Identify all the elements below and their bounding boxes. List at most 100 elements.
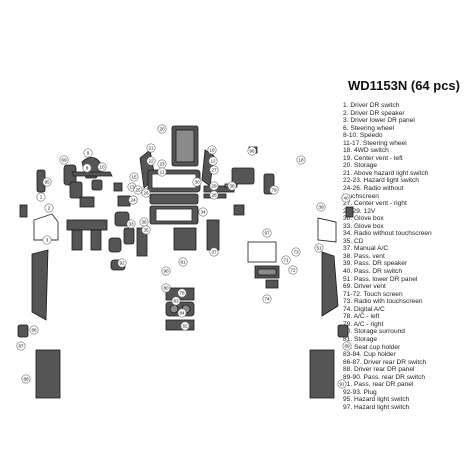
legend-item: 20. Storage xyxy=(343,162,378,170)
pass-lower-panel-51 xyxy=(321,251,339,317)
callout-circle xyxy=(133,185,143,195)
callout-circle xyxy=(117,258,127,268)
legend-item: 86-87. Driver rear DR switch xyxy=(343,358,427,366)
callout-badge: 36 xyxy=(139,217,149,227)
callout-badge: 27 xyxy=(209,165,219,175)
callout-number: 22 xyxy=(148,159,154,164)
callout-circle xyxy=(291,247,301,257)
callout-number: 80 xyxy=(163,286,169,291)
callout-circle xyxy=(171,296,181,306)
callout-number: 19 xyxy=(209,148,215,153)
legend-item: 19. Center vent - left xyxy=(343,154,403,162)
callout-number: 12 xyxy=(210,159,216,164)
callout-number: 21 xyxy=(148,146,154,151)
callout-number: 24 xyxy=(130,198,136,203)
callout-circle xyxy=(126,219,136,229)
center-stack-parts xyxy=(110,204,280,289)
callout-badge: 29 xyxy=(209,181,219,191)
legend-item: 35. CD xyxy=(343,237,364,245)
callout-number: 74 xyxy=(264,297,270,302)
legend-item: 97. Hazard light switch xyxy=(343,403,410,411)
driver-rear-panel-88 xyxy=(35,349,61,399)
pass-vent xyxy=(231,167,255,185)
steering-16 xyxy=(108,237,122,253)
legend-item: 28-29. 12V xyxy=(343,207,376,215)
callout-badge: 71 xyxy=(281,255,291,265)
callout-circle xyxy=(36,192,46,202)
legend-item: 34. Radio without touchscreen xyxy=(343,230,432,238)
callout-number: 2 xyxy=(48,206,51,211)
legend-item: 69. Driver vent xyxy=(343,283,386,291)
callout-badge: 22 xyxy=(146,156,156,166)
callout-badge: 96 xyxy=(247,146,257,156)
legend-item: 1. Driver DR switch xyxy=(343,102,400,109)
callout-badge: 10 xyxy=(97,162,107,172)
callout-circle xyxy=(208,156,218,166)
legend-item: 37. Manual A/C xyxy=(343,245,389,253)
callout-badge: 39 xyxy=(316,202,326,212)
callout-badge: 89 xyxy=(342,341,352,351)
callout-circle xyxy=(209,165,219,175)
callout-badge: 86 xyxy=(29,325,39,335)
callout-circle xyxy=(209,247,219,257)
callout-badge: 87 xyxy=(16,341,26,351)
callout-badge: 81 xyxy=(178,257,188,267)
callout-circle xyxy=(59,155,69,165)
callout-circle xyxy=(29,325,39,335)
callout-circle xyxy=(161,266,171,276)
legend-item: 18. 4WD switch xyxy=(343,147,389,155)
callout-badge: 78 xyxy=(177,288,187,298)
door-panels xyxy=(17,204,354,399)
callout-number: 39 xyxy=(318,205,324,210)
callout-badge: 34 xyxy=(198,207,208,217)
callout-number: 86 xyxy=(31,328,37,333)
driver-rear-switch-86 xyxy=(17,324,29,338)
button-97 xyxy=(233,204,245,216)
callout-circle xyxy=(209,181,219,191)
legend-item: 74. Digital A/C xyxy=(343,305,385,313)
callout-number: 92 xyxy=(119,261,125,266)
callout-circle xyxy=(129,172,139,182)
callout-number: 37 xyxy=(211,250,217,255)
callout-circle xyxy=(281,255,291,265)
radio-touch-73-inner xyxy=(257,268,277,276)
callout-number: 38 xyxy=(229,184,235,189)
kit-title: WD1153N (64 pcs) xyxy=(348,78,460,93)
callout-circle xyxy=(177,288,187,298)
callout-number: 18 xyxy=(298,158,304,163)
callout-number: 34 xyxy=(200,210,206,215)
callout-circle xyxy=(42,235,52,245)
cup-83 xyxy=(169,304,179,314)
callout-circle xyxy=(21,374,31,384)
legend-item: 2. Driver DR speaker xyxy=(343,109,405,117)
callout-badge: 1 xyxy=(36,192,46,202)
callout-badges: 2021222319121115131498106995252427292826… xyxy=(16,124,352,389)
callout-badge: 18 xyxy=(296,155,306,165)
callout-number: 15 xyxy=(131,175,137,180)
callout-number: 97 xyxy=(264,231,270,236)
callout-circle xyxy=(177,308,187,318)
legend-item: 24-26. Radio without xyxy=(343,185,404,193)
legend-item: 92-93. Plug xyxy=(343,388,377,396)
callout-badge: 74 xyxy=(262,294,272,304)
callout-circle xyxy=(192,177,202,187)
callout-badge: 80 xyxy=(161,283,171,293)
callout-badge: 83 xyxy=(171,296,181,306)
callout-badge: 40 xyxy=(341,193,351,203)
steering-13 xyxy=(113,182,123,192)
callout-badge: 8 xyxy=(82,163,92,173)
callout-number: 20 xyxy=(159,127,165,132)
callout-circle xyxy=(316,202,326,212)
legend-item: touchscreen xyxy=(343,192,379,200)
dash-trim-strip xyxy=(71,171,113,177)
callout-number: 28 xyxy=(211,193,217,198)
vent-strip xyxy=(149,193,199,205)
legend-item: 78. A/C - left xyxy=(343,313,380,321)
callout-number: 13 xyxy=(129,185,135,190)
callout-badge: 37 xyxy=(209,247,219,257)
callout-number: 95 xyxy=(44,180,50,185)
legend-item: 33. Glove box xyxy=(343,222,384,230)
steering-wheel-bottom xyxy=(66,219,108,231)
